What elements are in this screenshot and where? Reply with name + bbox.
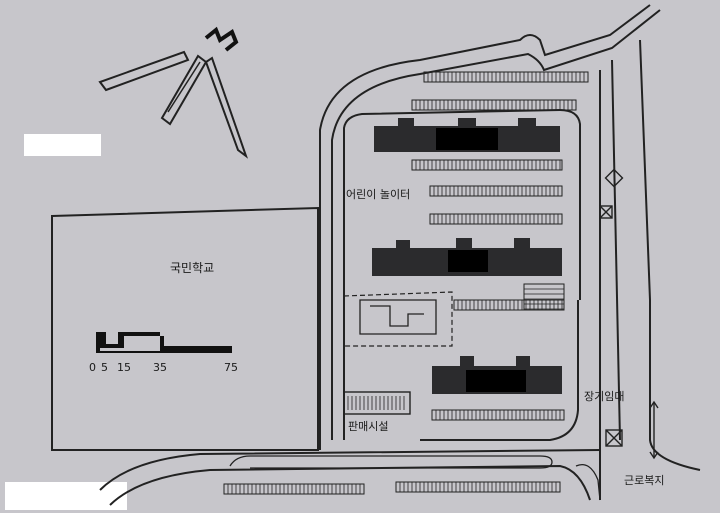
label-patch-left <box>24 134 101 156</box>
label-patch-bottom <box>5 482 127 510</box>
redaction-box <box>436 128 498 150</box>
scale-tick-75: 75 <box>224 361 238 374</box>
parking-row <box>395 481 561 493</box>
scale-tick-0: 0 <box>89 361 96 374</box>
commercial-building <box>343 391 411 415</box>
north-arrow-icon <box>98 26 249 159</box>
utility-box-icon <box>605 429 623 447</box>
scale-tick-35: 35 <box>153 361 167 374</box>
parking-row <box>431 409 565 421</box>
parking-row <box>429 213 563 225</box>
school-site-boundary <box>51 206 319 451</box>
site-roads <box>99 4 701 506</box>
scale-tick-5: 5 <box>101 361 108 374</box>
parking-rows <box>223 71 589 495</box>
utility-box-icon <box>604 168 624 188</box>
long-term-rental-label: 장기임대 <box>584 390 624 403</box>
utility-box-icon <box>599 205 613 219</box>
worker-welfare-label: 근로복지 <box>624 474 664 487</box>
commercial-label: 판매시설 <box>348 420 388 433</box>
parking-row <box>523 283 565 311</box>
inner-loop-road-south <box>420 300 579 441</box>
community-facility <box>343 291 453 347</box>
scale-bar: 0 5 15 35 75 <box>89 332 238 374</box>
playground-label: 어린이 놀이터 <box>346 188 410 201</box>
parking-stall-lines <box>227 72 585 494</box>
parking-row <box>223 483 365 495</box>
parking-row <box>429 185 563 197</box>
apartment-blocks <box>372 118 562 394</box>
scale-tick-15: 15 <box>117 361 131 374</box>
redaction-box <box>448 250 488 272</box>
parking-row <box>411 159 563 171</box>
inner-loop-road <box>343 108 581 440</box>
school-label: 국민학교 <box>170 261 214 275</box>
parking-row <box>423 71 589 83</box>
site-marks <box>599 168 659 460</box>
parking-row <box>453 299 565 311</box>
parking-row <box>411 99 577 111</box>
redaction-box <box>466 370 526 392</box>
